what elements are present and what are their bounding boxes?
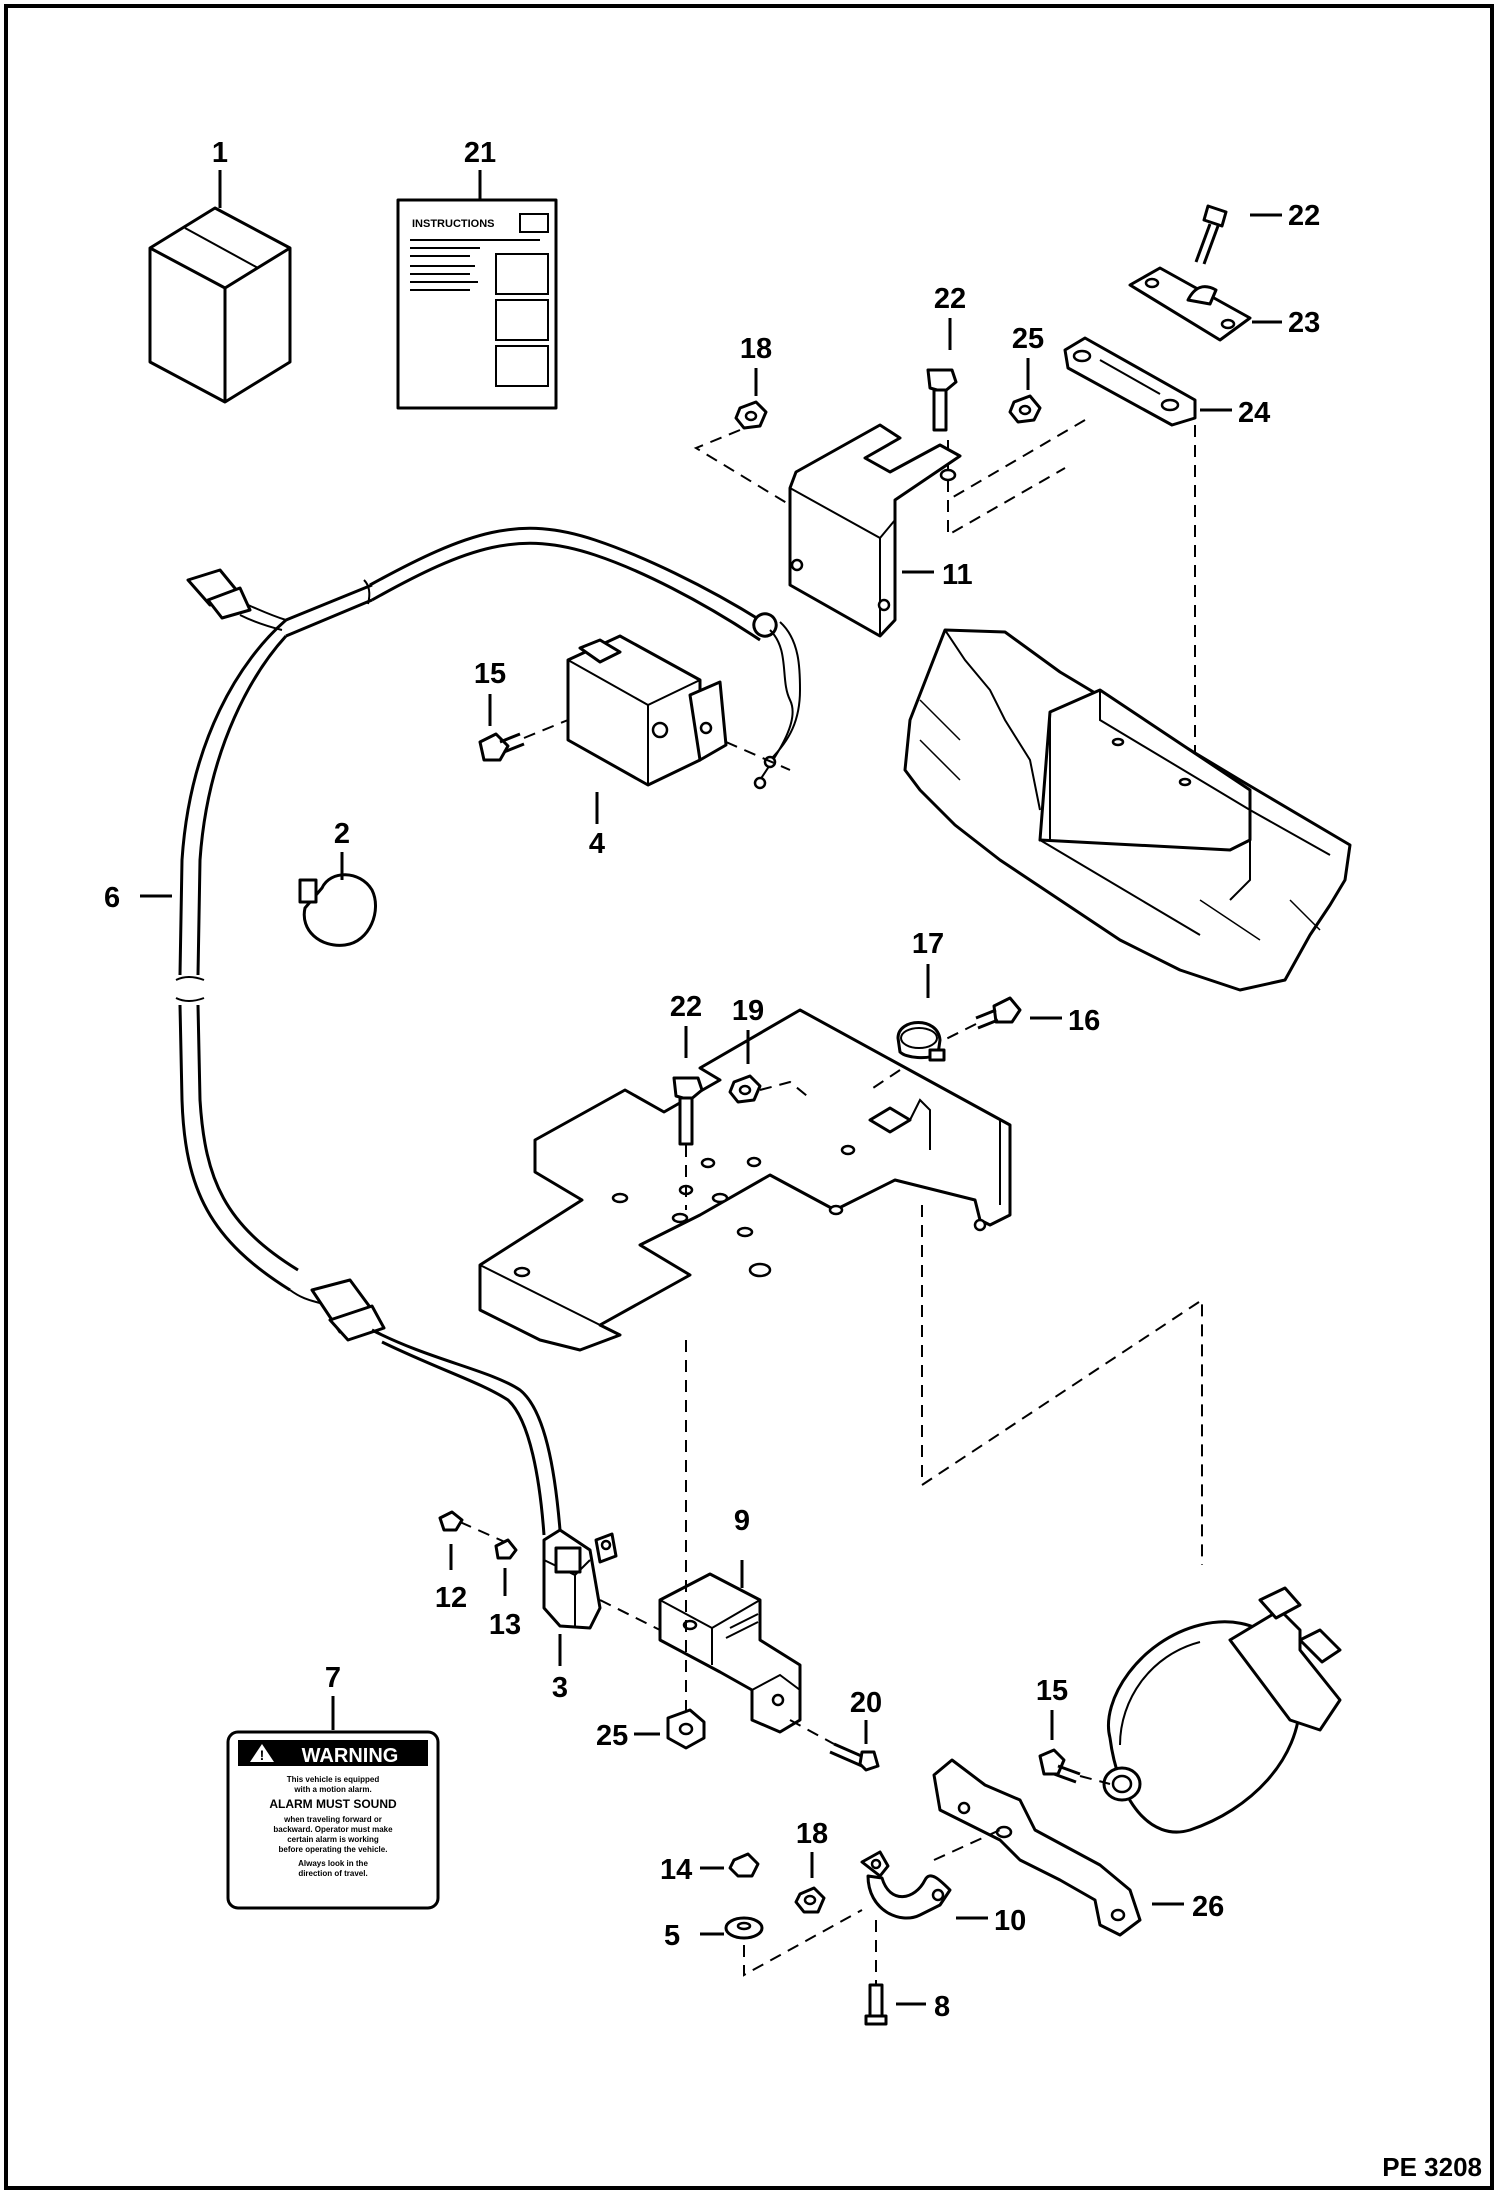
callout-24: 24 <box>1238 397 1270 429</box>
callout-18-lower: 18 <box>796 1818 828 1850</box>
part-25-nut-top <box>1008 394 1042 424</box>
part-20-bolt <box>829 1742 880 1772</box>
part-5-washer <box>724 1916 764 1940</box>
part-19-nut <box>728 1074 762 1104</box>
part-17-clamp <box>896 1021 946 1062</box>
callout-1: 1 <box>212 137 228 169</box>
part-23-mount-plate <box>1128 266 1252 342</box>
part-16-bolt <box>975 996 1022 1030</box>
callout-21: 21 <box>464 137 496 169</box>
part-10-clamp <box>860 1850 952 1920</box>
callout-15-upper: 15 <box>474 658 506 690</box>
part-15-bolt-lower <box>1038 1748 1081 1784</box>
part-26-alarm-bracket <box>932 1758 1142 1937</box>
part-12-nut <box>438 1510 464 1532</box>
callout-4: 4 <box>589 828 605 860</box>
part-21-instructions-sheet: INSTRUCTIONS <box>396 198 558 410</box>
callout-6: 6 <box>104 882 120 914</box>
instructions-heading: INSTRUCTIONS <box>412 218 495 230</box>
callout-10: 10 <box>994 1905 1026 1937</box>
part-13-washer <box>494 1538 518 1560</box>
callout-19: 19 <box>732 995 764 1027</box>
callout-9: 9 <box>734 1505 750 1537</box>
callout-7: 7 <box>325 1662 341 1694</box>
callout-23: 23 <box>1288 307 1320 339</box>
machine-frame <box>903 628 1352 992</box>
callout-13: 13 <box>489 1609 521 1641</box>
part-6-wire-harness <box>175 526 802 1342</box>
part-14-nut <box>728 1852 760 1878</box>
mounting-plate <box>478 1008 1012 1352</box>
warning-line-8: Always look in the <box>298 1859 368 1868</box>
callout-25-lower: 25 <box>596 1720 628 1752</box>
part-22-bolt-middle <box>926 368 958 432</box>
page-border <box>4 4 1494 2190</box>
callout-2: 2 <box>334 818 350 850</box>
callout-20: 20 <box>850 1687 882 1719</box>
warning-line-1: This vehicle is equipped <box>287 1775 380 1784</box>
warning-line-5: backward. Operator must make <box>273 1825 393 1834</box>
part-1-box <box>148 206 292 404</box>
part-25-nut-lower <box>666 1708 706 1750</box>
figure-code: PE 3208 <box>1382 2152 1482 2182</box>
part-22-bolt-lower <box>672 1076 704 1146</box>
part-24-bracket <box>1063 336 1197 427</box>
callout-11: 11 <box>942 559 973 591</box>
part-22-bolt-top <box>1194 204 1228 265</box>
callout-14: 14 <box>660 1854 692 1886</box>
callout-22-top: 22 <box>1288 200 1320 232</box>
warning-line-6: certain alarm is working <box>287 1835 379 1844</box>
warning-line-4: when traveling forward or <box>283 1815 382 1824</box>
callout-5: 5 <box>664 1920 680 1952</box>
part-8-screw <box>864 1983 888 2026</box>
part-18-nut-lower <box>794 1886 826 1914</box>
warning-heading: WARNING <box>302 1745 399 1767</box>
part-15-bolt-upper <box>478 732 525 762</box>
callout-15-lower: 15 <box>1036 1675 1068 1707</box>
callout-3: 3 <box>552 1672 568 1704</box>
callout-16: 16 <box>1068 1005 1100 1037</box>
callout-26: 26 <box>1192 1891 1224 1923</box>
part-26-backup-alarm <box>1102 1586 1342 1834</box>
callout-12: 12 <box>435 1582 467 1614</box>
part-7-warning-decal: ! WARNING This vehicle is equipped with … <box>226 1730 440 1910</box>
callout-22-middle: 22 <box>934 283 966 315</box>
part-3-switch <box>371 1328 618 1630</box>
part-4-relay-module <box>566 634 728 787</box>
part-9-bracket <box>658 1572 802 1734</box>
callout-8: 8 <box>934 1991 950 2023</box>
callout-18-top: 18 <box>740 333 772 365</box>
callout-25-top: 25 <box>1012 323 1044 355</box>
warning-line-9: direction of travel. <box>298 1869 367 1878</box>
callout-22-lower: 22 <box>670 991 702 1023</box>
warning-line-3: ALARM MUST SOUND <box>269 1797 397 1811</box>
warning-line-2: with a motion alarm. <box>293 1785 371 1794</box>
svg-text:!: ! <box>260 1747 265 1763</box>
warning-line-7: before operating the vehicle. <box>279 1845 388 1854</box>
part-2-cable-tie <box>298 873 377 947</box>
part-11-bracket <box>788 423 962 638</box>
part-18-nut-top <box>734 400 768 430</box>
callout-17: 17 <box>912 928 944 960</box>
